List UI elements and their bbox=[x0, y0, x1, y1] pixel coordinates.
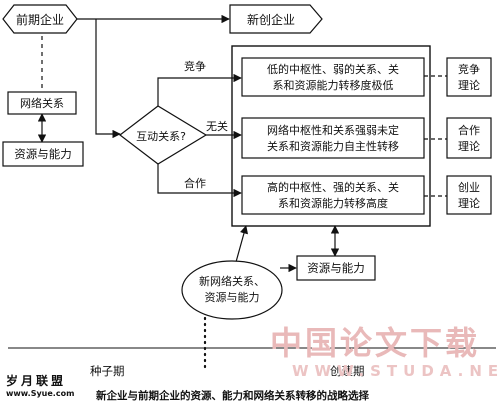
new-network-node: 新网络关系、 资源与能力 bbox=[181, 260, 283, 320]
former-enterprise-label: 前期企业 bbox=[16, 12, 64, 27]
outcome-high-line-1: 高的中枢性、强的关系、关 bbox=[267, 180, 399, 194]
logo-name: 岁月联盟 bbox=[6, 374, 67, 388]
outcome-mid-line-2: 关系和资源能力自主性转移 bbox=[267, 139, 399, 153]
new-resources-box: 资源与能力 bbox=[296, 255, 376, 281]
site-logo: 岁月联盟 www.Syue.com bbox=[6, 372, 84, 398]
former-network-label: 网络关系 bbox=[20, 96, 64, 110]
arrow-competition bbox=[157, 73, 242, 106]
arrow-network-to-frame bbox=[235, 225, 249, 263]
outcome-low-box: 低的中枢性、弱的关系、关 系和资源能力转移度极低 bbox=[241, 57, 425, 97]
theory-cooperation-line-2: 理论 bbox=[458, 139, 480, 153]
former-resources-box: 资源与能力 bbox=[2, 141, 84, 167]
arrow-cooperation bbox=[157, 164, 242, 198]
new-resources-label: 资源与能力 bbox=[307, 261, 365, 275]
former-network-box: 网络关系 bbox=[7, 91, 77, 115]
branch-none-label: 无关 bbox=[206, 119, 228, 133]
new-network-line-2: 资源与能力 bbox=[205, 290, 260, 304]
period-startup-label: 创建期 bbox=[330, 364, 365, 378]
former-resources-label: 资源与能力 bbox=[14, 147, 72, 161]
former-enterprise-node: 前期企业 bbox=[2, 4, 78, 34]
figure-caption: 新企业与前期企业的资源、能力和网络关系转移的战略选择 bbox=[96, 390, 369, 402]
new-network-line-1: 新网络关系、 bbox=[199, 274, 265, 288]
outcome-high-box: 高的中枢性、强的关系、关 系和资源能力转移高度 bbox=[241, 175, 425, 215]
outcome-low-line-1: 低的中枢性、弱的关系、关 bbox=[267, 62, 399, 76]
theory-entrepreneurship-box: 创业 理论 bbox=[446, 175, 492, 215]
new-enterprise-node: 新创企业 bbox=[229, 4, 323, 34]
logo-url: www.Syue.com bbox=[6, 389, 75, 398]
new-enterprise-label: 新创企业 bbox=[247, 12, 295, 27]
outcome-high-line-2: 系和资源能力转移高度 bbox=[278, 196, 388, 210]
period-seed-label: 种子期 bbox=[90, 364, 125, 378]
outcome-low-line-2: 系和资源能力转移度极低 bbox=[273, 78, 394, 92]
interaction-decision: 互动关系? bbox=[119, 105, 208, 165]
theory-competition-line-2: 理论 bbox=[458, 78, 480, 92]
theory-entrepreneurship-line-1: 创业 bbox=[458, 181, 480, 194]
theory-entrepreneurship-line-2: 理论 bbox=[458, 196, 480, 210]
branch-cooperation-label: 合作 bbox=[184, 176, 206, 190]
theory-competition-box: 竞争 理论 bbox=[446, 57, 492, 97]
watermark-text: 中国论文下载 bbox=[270, 324, 481, 362]
watermark-url: WWW.STUDA.NET bbox=[292, 362, 500, 380]
outcomes-frame bbox=[231, 45, 431, 227]
theory-cooperation-box: 合作 理论 bbox=[446, 117, 492, 159]
interaction-label: 互动关系? bbox=[136, 129, 186, 143]
theory-cooperation-line-1: 合作 bbox=[458, 123, 480, 137]
outcome-mid-box: 网络中枢性和关系强弱未定 关系和资源能力自主性转移 bbox=[241, 117, 425, 159]
outcome-mid-line-1: 网络中枢性和关系强弱未定 bbox=[267, 123, 399, 137]
branch-competition-label: 竞争 bbox=[184, 59, 206, 73]
theory-competition-line-1: 竞争 bbox=[458, 62, 480, 76]
arrow-to-interaction bbox=[95, 19, 121, 139]
